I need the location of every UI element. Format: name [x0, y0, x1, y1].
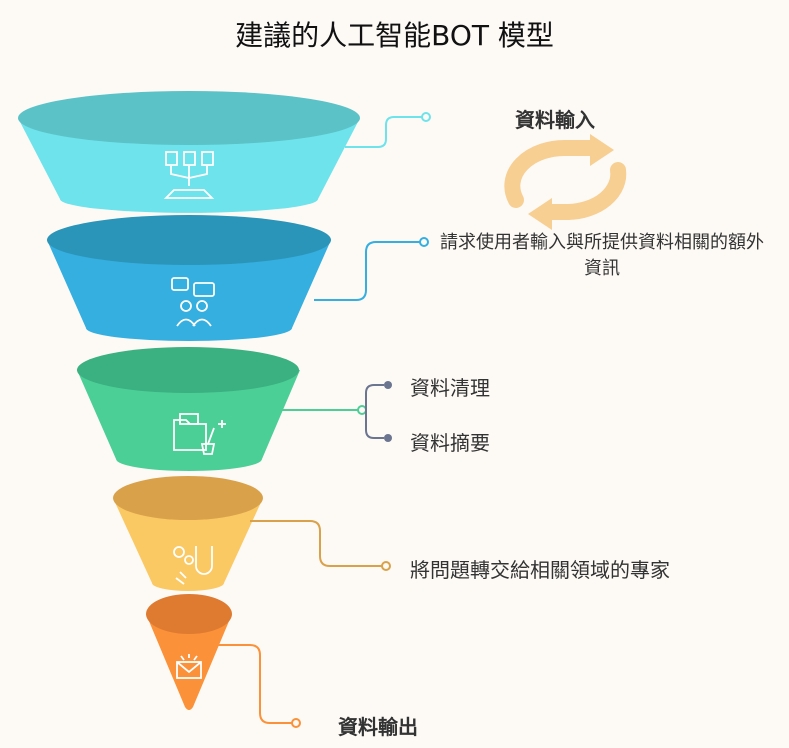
- users-chat-icon: [171, 277, 215, 327]
- envelope-burst-icon: [176, 654, 202, 679]
- refresh-cycle-icon: [504, 134, 627, 230]
- connector-3: [281, 405, 367, 415]
- stage-1-label: 資料輸入: [515, 108, 595, 132]
- folder-broom-icon: [173, 413, 226, 455]
- funnel-stage-3: [77, 347, 300, 471]
- documents-to-tray-icon: [163, 151, 215, 199]
- funnel-stage-2: [47, 215, 331, 341]
- connector-5: [218, 644, 301, 728]
- connector-1: [345, 112, 431, 148]
- funnel-stage-5: [146, 594, 232, 710]
- funnel-stage-4: [113, 476, 263, 591]
- stage-5-label: 資料輸出: [338, 715, 418, 739]
- stage-3-label-a: 資料清理: [410, 376, 490, 400]
- stage-4-label: 將問題轉交給相關領域的專家: [410, 558, 670, 582]
- connector-4: [250, 520, 391, 571]
- connector-2: [314, 237, 429, 301]
- magnet-attract-icon: [173, 546, 213, 585]
- bracket-3: [365, 381, 392, 442]
- stage-2-label: 請求使用者輸入與所提供資料相關的額外資訊: [440, 232, 764, 279]
- stage-3-label-b: 資料摘要: [410, 431, 490, 455]
- diagram-title: 建議的人工智能BOT 模型: [235, 19, 554, 52]
